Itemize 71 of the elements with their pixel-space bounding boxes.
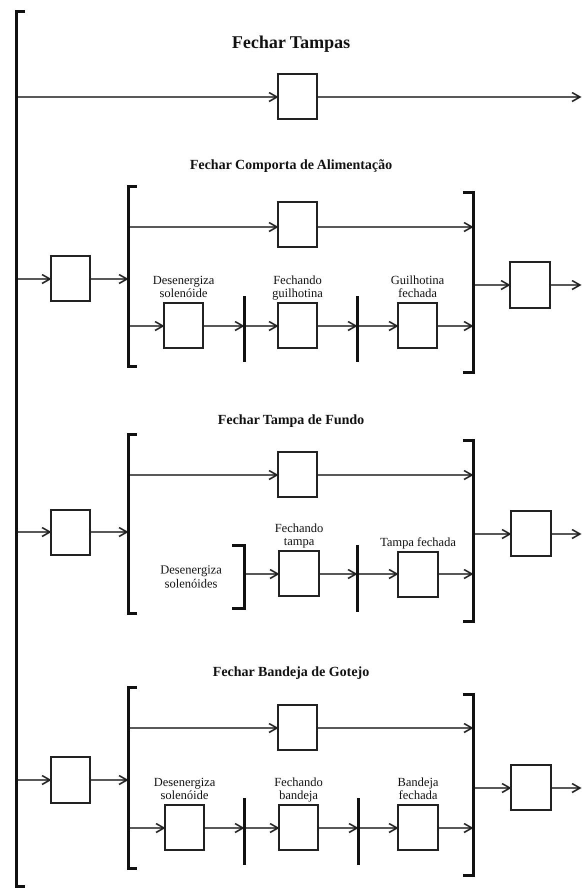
step-box xyxy=(50,756,91,804)
arrow xyxy=(18,274,51,284)
arrow xyxy=(359,568,398,580)
arrow xyxy=(204,320,244,332)
step-label: Tampa fechada xyxy=(379,536,457,550)
arrow xyxy=(205,822,244,834)
arrow xyxy=(360,822,398,834)
bracket xyxy=(127,185,137,368)
step-box xyxy=(277,201,318,248)
arrow xyxy=(439,568,473,580)
arrow xyxy=(246,320,278,332)
step-box xyxy=(277,704,318,751)
bracket xyxy=(463,439,475,623)
arrow xyxy=(18,92,278,102)
section-heading: Fechar Tampa de Fundo xyxy=(218,413,364,429)
step-box xyxy=(50,255,91,302)
transition-bar xyxy=(356,296,359,362)
arrow xyxy=(18,526,51,538)
arrow xyxy=(320,568,357,580)
transition-bar xyxy=(243,296,246,362)
arrow xyxy=(318,320,357,332)
bracket xyxy=(463,191,475,374)
section-heading: Fechar Bandeja de Gotejo xyxy=(212,665,370,681)
arrow xyxy=(91,274,128,284)
arrow xyxy=(130,822,165,834)
step-label: Fechando bandeja xyxy=(273,776,324,803)
step-box xyxy=(50,509,91,556)
arrow xyxy=(130,722,278,734)
step-box xyxy=(510,510,552,557)
arrow xyxy=(130,320,164,332)
arrow xyxy=(475,782,511,794)
step-box xyxy=(510,764,552,811)
arrow xyxy=(475,528,511,540)
arrow xyxy=(438,320,473,332)
arrow xyxy=(359,320,398,332)
bracket xyxy=(127,433,137,615)
arrow xyxy=(130,222,278,232)
step-box xyxy=(277,73,318,120)
transition-bar xyxy=(243,798,246,865)
diagram-title: Fechar Tampas xyxy=(232,32,350,53)
arrow xyxy=(18,774,51,786)
arrow xyxy=(91,526,128,538)
arrow xyxy=(318,470,473,480)
step-label: Desenergiza solenóide xyxy=(152,776,216,803)
arrow xyxy=(246,822,279,834)
arrow xyxy=(552,528,581,540)
arrow xyxy=(130,470,278,480)
arrow xyxy=(91,774,128,786)
arrow xyxy=(319,822,358,834)
bracket xyxy=(15,10,25,888)
arrow xyxy=(552,782,581,794)
arrow xyxy=(439,822,473,834)
arrow xyxy=(475,280,510,290)
step-label: Guilhotina fechada xyxy=(390,274,446,301)
arrow xyxy=(318,222,473,232)
step-label: Desenergiza solenóides xyxy=(159,563,223,591)
transition-bar xyxy=(356,545,359,612)
section-heading: Fechar Comporta de Alimentação xyxy=(190,158,392,174)
bracket xyxy=(463,693,475,877)
arrow xyxy=(551,280,581,290)
step-box xyxy=(277,451,318,498)
step-label: Fechando guilhotina xyxy=(271,274,324,301)
step-label: Fechando tampa xyxy=(274,522,324,549)
arrow xyxy=(246,568,279,580)
arrow xyxy=(318,722,473,734)
step-label: Bandeja fechada xyxy=(396,776,440,803)
step-label: Desenergiza solenóide xyxy=(152,274,216,301)
arrow xyxy=(318,92,581,102)
bracket xyxy=(127,686,137,870)
step-box xyxy=(509,261,551,309)
transition-bar xyxy=(357,798,360,865)
